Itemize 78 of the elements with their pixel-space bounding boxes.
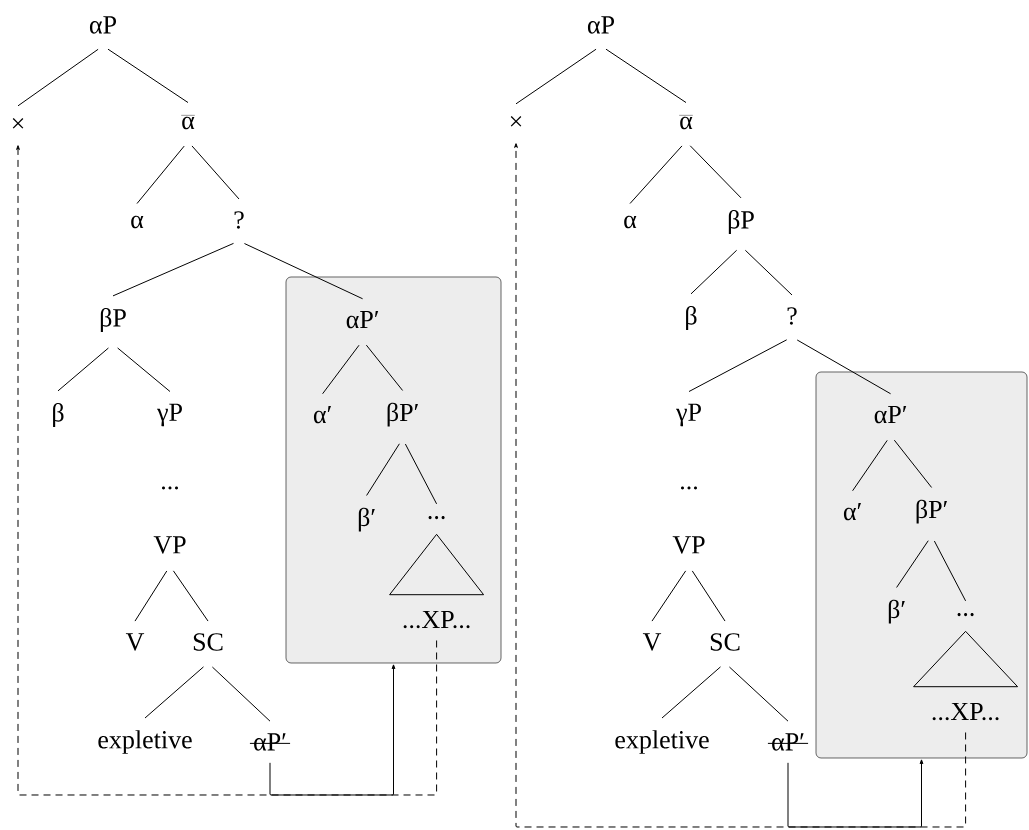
tree-label: α <box>131 215 144 229</box>
tree-branch <box>366 443 400 496</box>
roof-triangle <box>389 533 485 596</box>
tree-label: $\overline{\hbox{α}}$ <box>181 115 195 130</box>
movement-arrow <box>16 145 438 796</box>
tree-branch <box>243 243 364 300</box>
tree-branch <box>112 242 234 297</box>
highlight-box <box>285 276 502 664</box>
tree-label: ... <box>680 486 698 490</box>
tree-label: α′ <box>313 405 331 424</box>
tree-branch <box>605 48 687 104</box>
tree-label: αP′ <box>874 405 907 424</box>
tree-label: ... <box>428 516 445 520</box>
tree-label: $\overline{\hbox{α}}$ <box>679 115 693 130</box>
tree-label: ...XP... <box>932 702 999 721</box>
tree-label: VP <box>153 536 186 554</box>
tree-branch <box>172 570 209 622</box>
tree-branch <box>728 666 789 722</box>
tree-branch <box>933 540 967 602</box>
tree-label: expletive <box>98 730 192 754</box>
tree-branch <box>117 347 171 392</box>
tree-branch <box>57 347 109 392</box>
tree-branch <box>796 339 892 395</box>
tree-label: γP <box>157 403 182 427</box>
tree-label: β′ <box>888 599 905 624</box>
tree-branch <box>893 439 933 488</box>
tree-label: βP′ <box>916 499 947 524</box>
tree-label: αP′ <box>346 310 379 329</box>
movement-arrow <box>514 143 967 828</box>
tree-branch <box>852 439 888 492</box>
tree-label: β <box>686 306 697 330</box>
tree-branch <box>661 666 721 719</box>
tree-branch <box>896 540 929 588</box>
tree-label: SC <box>710 633 740 651</box>
tree-branch <box>629 145 683 205</box>
tree-branch <box>690 249 738 295</box>
tree-branch <box>688 339 788 392</box>
tree-label: βP <box>100 308 126 332</box>
tree-branch <box>107 48 189 104</box>
tree-branch <box>515 48 597 105</box>
highlight-box <box>815 371 1028 759</box>
tree-label: ? <box>234 211 244 229</box>
tree-branch <box>211 666 271 722</box>
tree-branch <box>365 344 404 391</box>
tree-label: expletive <box>615 730 709 754</box>
tree-label: βP′ <box>387 402 418 427</box>
tree-label: V <box>642 633 662 651</box>
tree-label: βP <box>728 210 754 234</box>
tree-label: α′ <box>843 502 861 521</box>
tree-label: ...XP... <box>403 610 470 629</box>
tree-label: ... <box>957 613 974 617</box>
tree-label: × <box>12 118 24 129</box>
tree-label: V <box>125 633 145 651</box>
tree-label: ... <box>161 486 179 490</box>
tree-label: SC <box>193 633 223 651</box>
movement-arrow <box>269 664 396 796</box>
tree-branch <box>691 570 726 622</box>
tree-label: ? <box>787 307 797 325</box>
tree-branch <box>144 666 204 719</box>
tree-label: αP <box>89 16 116 34</box>
tree-label: αP <box>587 16 614 34</box>
tree-label: β <box>53 403 64 427</box>
tree-branch <box>651 570 687 622</box>
tree-branch <box>404 443 438 505</box>
tree-branch <box>17 48 99 107</box>
tree-branch <box>191 145 240 200</box>
tree-label: VP <box>672 536 705 554</box>
tree-branch <box>136 145 185 205</box>
tree-label: β′ <box>358 507 375 532</box>
movement-arrow <box>787 759 924 828</box>
tree-branch <box>744 249 793 296</box>
tree-label: × <box>510 116 522 127</box>
tree-branch <box>134 570 168 622</box>
roof-triangle <box>913 630 1019 688</box>
tree-label: α <box>624 215 637 229</box>
tree-label: γP <box>676 403 701 427</box>
tree-branch <box>689 145 742 199</box>
tree-branch <box>322 344 360 395</box>
